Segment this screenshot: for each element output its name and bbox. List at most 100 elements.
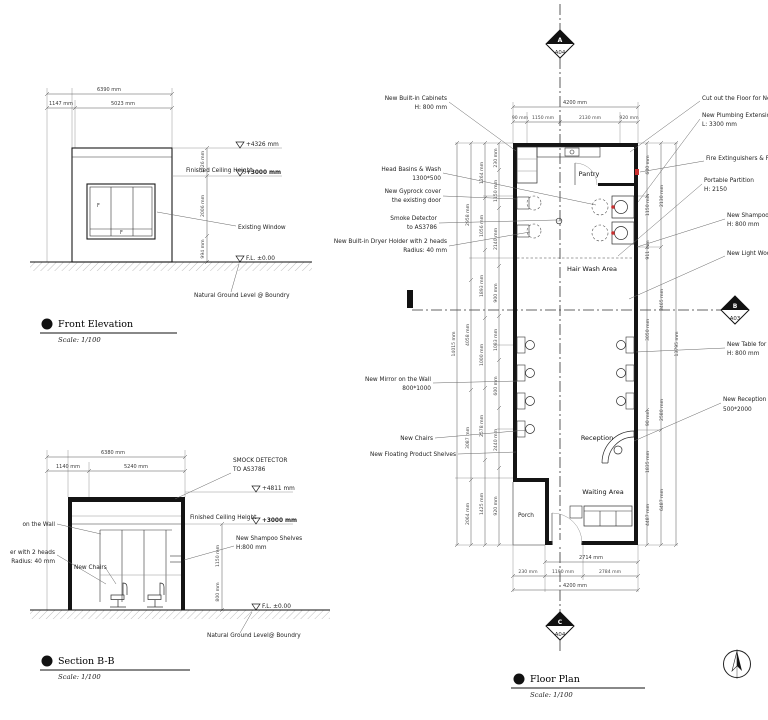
- sec-radius-note: Radius: 40 mm: [11, 559, 55, 565]
- callout-smoke-detector: Smoke Detector: [390, 216, 437, 222]
- plan-scale: Scale: 1/100: [530, 691, 573, 699]
- plan-dim-top-4: 920 mm: [619, 115, 639, 121]
- plan-title: Floor Plan: [530, 674, 580, 685]
- plan-dim-left-3: 3087 mm: [465, 426, 471, 449]
- plan-dims-left-lines: [454, 140, 545, 548]
- plan-dim-left-18: 920 mm: [493, 496, 499, 516]
- sec-ground-leader: [239, 611, 253, 634]
- sec-level-floor: F.L. ±0.00: [262, 604, 291, 610]
- sec-chair-1: [109, 582, 128, 608]
- fe-dim-v0: 1326 mm: [200, 150, 206, 173]
- plan-dim-right-3: 3050 mm: [645, 318, 651, 341]
- plan-dim-left-0: 14015 mm: [451, 331, 457, 357]
- sec-mirror-note: on the Wall: [22, 522, 55, 528]
- plan-dims-top-lines: [510, 102, 641, 143]
- sec-title-bullet: [41, 655, 53, 667]
- plan-dim-left-12: 1150 mm: [493, 179, 499, 202]
- fe-glass-label-b: F: [120, 230, 123, 236]
- callout-reception-desk-2: 500*2000: [723, 407, 752, 413]
- callout-head-basins: Head Basins & Wash: [381, 167, 441, 173]
- plan-dim-left-11: 230 mm: [493, 148, 499, 168]
- plan-dim-right-4: 90 mm: [645, 409, 651, 426]
- callout-mirror-2: 800*1000: [402, 386, 431, 392]
- callout-smoke-detector-2: to AS3786: [407, 225, 437, 231]
- fe-ground-note: Natural Ground Level @ Boundry: [194, 293, 290, 299]
- section-marker-a-icon: A A04: [545, 29, 575, 59]
- floor-plan-drawing: A A04 B A03 C A04: [334, 4, 768, 699]
- callout-built-in-cabinets-2: H: 800 mm: [415, 105, 448, 111]
- plan-dim-left-10: 1425 mm: [479, 492, 485, 515]
- fe-ceiling-label: Finished Ceiling Height: [186, 168, 253, 174]
- plan-dim-top-0: 4200 mm: [563, 100, 587, 106]
- sec-ceiling-label: Finished Ceiling Height: [190, 515, 257, 521]
- plan-dim-left-13: 2140 mm: [493, 227, 499, 250]
- fe-level-floor: F.L. ±0.00: [246, 256, 275, 262]
- plan-dim-bottom-2: 1190 mm: [552, 569, 575, 575]
- sec-ground-note: Natural Ground Level@ Boundry: [207, 633, 301, 639]
- sec-shelves-leader: [183, 545, 235, 561]
- sec-dim-v0: 1150 mm: [215, 544, 221, 567]
- callout-shampoo-shelves: New Shampoo Sh: [727, 213, 768, 219]
- plan-dim-top-2: 1150 mm: [532, 115, 555, 121]
- fe-title-bullet: [41, 318, 53, 330]
- marker-a-sheet: A04: [555, 50, 566, 56]
- callout-dryer-table-2: H: 800 mm: [727, 351, 760, 357]
- plan-dim-left-1: 2958 mm: [465, 203, 471, 226]
- plan-dim-bottom-4: 4200 mm: [563, 583, 587, 589]
- plan-dim-right-10: 6487 mm: [659, 488, 665, 511]
- fe-ground-line: [30, 261, 312, 271]
- callout-reception-desk: New Reception De: [723, 397, 768, 403]
- fe-dim-seg-left: 1147 mm: [49, 101, 73, 107]
- plan-dim-bottom-3: 2784 mm: [599, 569, 622, 575]
- sec-dryer-leader: [56, 554, 107, 585]
- plan-dim-left-5: 1264 mm: [479, 161, 485, 184]
- sec-dim-v1: 800 mm: [215, 582, 221, 602]
- sec-dim-overall: 6380 mm: [101, 450, 125, 456]
- fe-glass-label-a: F: [97, 203, 100, 209]
- plan-dim-left-2: 4058 mm: [465, 323, 471, 346]
- fe-level-roof: +4326 mm: [246, 142, 279, 148]
- callout-dryer-holder: New Built-in Dryer Holder with 2 heads: [334, 239, 447, 245]
- fe-dim-overall: 6390 mm: [97, 87, 121, 93]
- room-label-porch: Porch: [518, 513, 534, 519]
- front-elevation-dim-lines: [44, 91, 210, 265]
- section-bb-drawing: 6380 mm 1140 mm 5240 mm 1150 mm 800 mm S…: [10, 450, 330, 681]
- fe-dim-v2: 994 mm: [200, 239, 206, 259]
- plan-dim-right-1: 1150 mm: [645, 193, 651, 216]
- fe-dim-v1: 2006 mm: [200, 194, 206, 217]
- room-label-hair-wash: Hair Wash Area: [567, 265, 617, 273]
- plan-dim-left-8: 1000 mm: [479, 343, 485, 366]
- plan-dim-right-2: 911 mm: [645, 240, 651, 260]
- sec-level-roof: +4811 mm: [262, 486, 295, 492]
- plan-dim-bottom-0: 2714 mm: [579, 555, 603, 561]
- plan-dim-left-15: 1083 mm: [493, 328, 499, 351]
- fe-existing-window-note: Existing Window: [238, 225, 286, 231]
- sec-extension-lines: [46, 450, 186, 610]
- callout-dryer-table: New Table for Dry: [727, 342, 768, 348]
- room-label-pantry: Pantry: [579, 170, 600, 178]
- callout-new-chairs: New Chairs: [400, 436, 433, 442]
- plan-dim-right-7: 2130 mm: [659, 184, 665, 207]
- sec-level-lines: [185, 485, 293, 611]
- fe-level-ceiling: +3000 mm: [246, 170, 281, 176]
- plan-dim-left-17: 2440 mm: [493, 428, 499, 451]
- sec-chairs-leader: [104, 566, 117, 585]
- plan-dim-right-9: 2580 mm: [659, 398, 665, 421]
- plan-fixtures: [516, 146, 639, 546]
- callout-dryer-holder-2: Radius: 40 mm: [403, 248, 447, 254]
- callout-built-in-cabinets: New Built-in Cabinets: [385, 96, 447, 102]
- marker-a-letter: A: [558, 37, 563, 44]
- basin-tap-2: [611, 231, 615, 235]
- plan-dims-bottom-lines: [510, 545, 641, 593]
- plan-title-bullet: [513, 673, 525, 685]
- front-elevation-drawing: 6390 mm 1147 mm 5023 mm 1326 mm 2006 mm …: [30, 87, 312, 344]
- callout-mirror: New Mirror on the Wall: [365, 377, 431, 383]
- plan-dim-left-16: 600 mm: [493, 376, 499, 396]
- fe-scale: Scale: 1/100: [58, 336, 101, 344]
- sec-building: [68, 497, 185, 610]
- plan-dim-right-6: 4487 mm: [645, 503, 651, 526]
- section-cut-mark-icon: [407, 290, 413, 308]
- room-label-reception: Reception: [581, 434, 613, 442]
- basin-tap-1: [611, 205, 615, 209]
- plan-dim-right-11: 13795 mm: [674, 331, 680, 357]
